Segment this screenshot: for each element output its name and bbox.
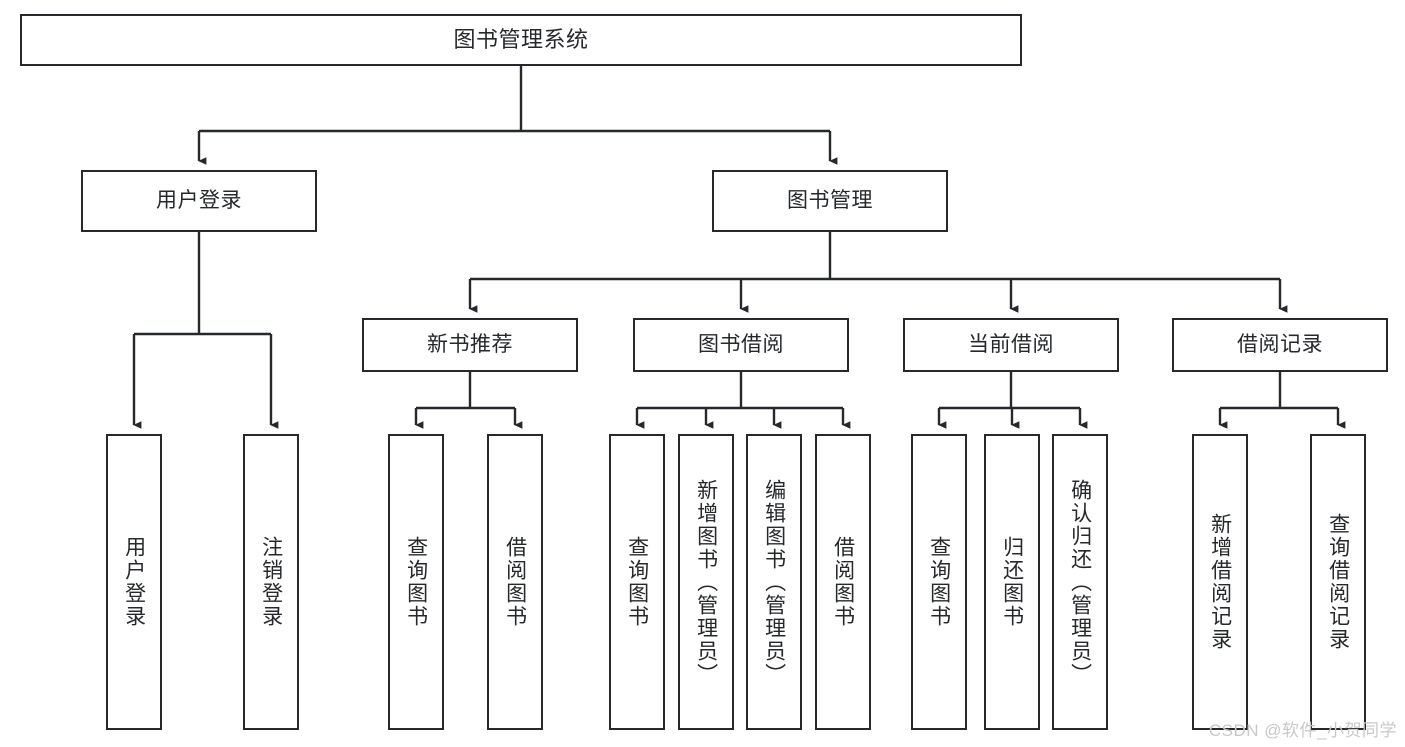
node-book-management-label: 图书管理 — [787, 189, 873, 213]
leaf-logout[interactable]: 注销登录 — [243, 434, 299, 730]
leaf-query-book-current-label: 查询图书 — [927, 536, 951, 628]
leaf-user-login-label: 用户登录 — [122, 536, 146, 628]
leaf-edit-book-admin[interactable]: 编辑图书（管理员） — [746, 434, 802, 730]
node-root[interactable]: 图书管理系统 — [20, 14, 1022, 66]
leaf-return-book-label: 归还图书 — [1000, 536, 1024, 628]
node-user-login-label: 用户登录 — [156, 189, 242, 213]
leaf-query-book-newbook[interactable]: 查询图书 — [388, 434, 444, 730]
node-book-borrow-label: 图书借阅 — [698, 333, 784, 357]
node-borrow-record-label: 借阅记录 — [1237, 333, 1323, 357]
leaf-user-login[interactable]: 用户登录 — [106, 434, 162, 730]
leaf-add-borrow-record-label: 新增借阅记录 — [1208, 513, 1232, 651]
leaf-add-book-admin[interactable]: 新增图书（管理员） — [678, 434, 734, 730]
node-borrow-record[interactable]: 借阅记录 — [1172, 318, 1388, 372]
node-new-book-recommend[interactable]: 新书推荐 — [362, 318, 578, 372]
node-current-borrow[interactable]: 当前借阅 — [903, 318, 1119, 372]
leaf-query-borrow-record-label: 查询借阅记录 — [1326, 513, 1350, 651]
leaf-edit-book-admin-label: 编辑图书（管理员） — [762, 478, 786, 686]
node-root-label: 图书管理系统 — [453, 26, 589, 52]
leaf-confirm-return-admin[interactable]: 确认归还（管理员） — [1052, 434, 1108, 730]
node-book-management[interactable]: 图书管理 — [712, 170, 948, 232]
leaf-return-book[interactable]: 归还图书 — [984, 434, 1040, 730]
leaf-borrow-book-newbook-label: 借阅图书 — [503, 536, 527, 628]
node-current-borrow-label: 当前借阅 — [968, 333, 1054, 357]
node-book-borrow[interactable]: 图书借阅 — [633, 318, 849, 372]
leaf-add-book-admin-label: 新增图书（管理员） — [694, 478, 718, 686]
node-new-book-recommend-label: 新书推荐 — [427, 333, 513, 357]
leaf-logout-label: 注销登录 — [259, 536, 283, 628]
leaf-add-borrow-record[interactable]: 新增借阅记录 — [1192, 434, 1248, 730]
leaf-query-book-borrow-label: 查询图书 — [625, 536, 649, 628]
leaf-confirm-return-admin-label: 确认归还（管理员） — [1068, 478, 1092, 686]
leaf-query-book-current[interactable]: 查询图书 — [911, 434, 967, 730]
watermark: CSDN @软件_小贺同学 — [1208, 721, 1397, 740]
leaf-borrow-book-label: 借阅图书 — [831, 536, 855, 628]
leaf-query-book-borrow[interactable]: 查询图书 — [609, 434, 665, 730]
node-user-login[interactable]: 用户登录 — [81, 170, 317, 232]
leaf-query-borrow-record[interactable]: 查询借阅记录 — [1310, 434, 1366, 730]
leaf-query-book-newbook-label: 查询图书 — [404, 536, 428, 628]
leaf-borrow-book-newbook[interactable]: 借阅图书 — [487, 434, 543, 730]
leaf-borrow-book[interactable]: 借阅图书 — [815, 434, 871, 730]
